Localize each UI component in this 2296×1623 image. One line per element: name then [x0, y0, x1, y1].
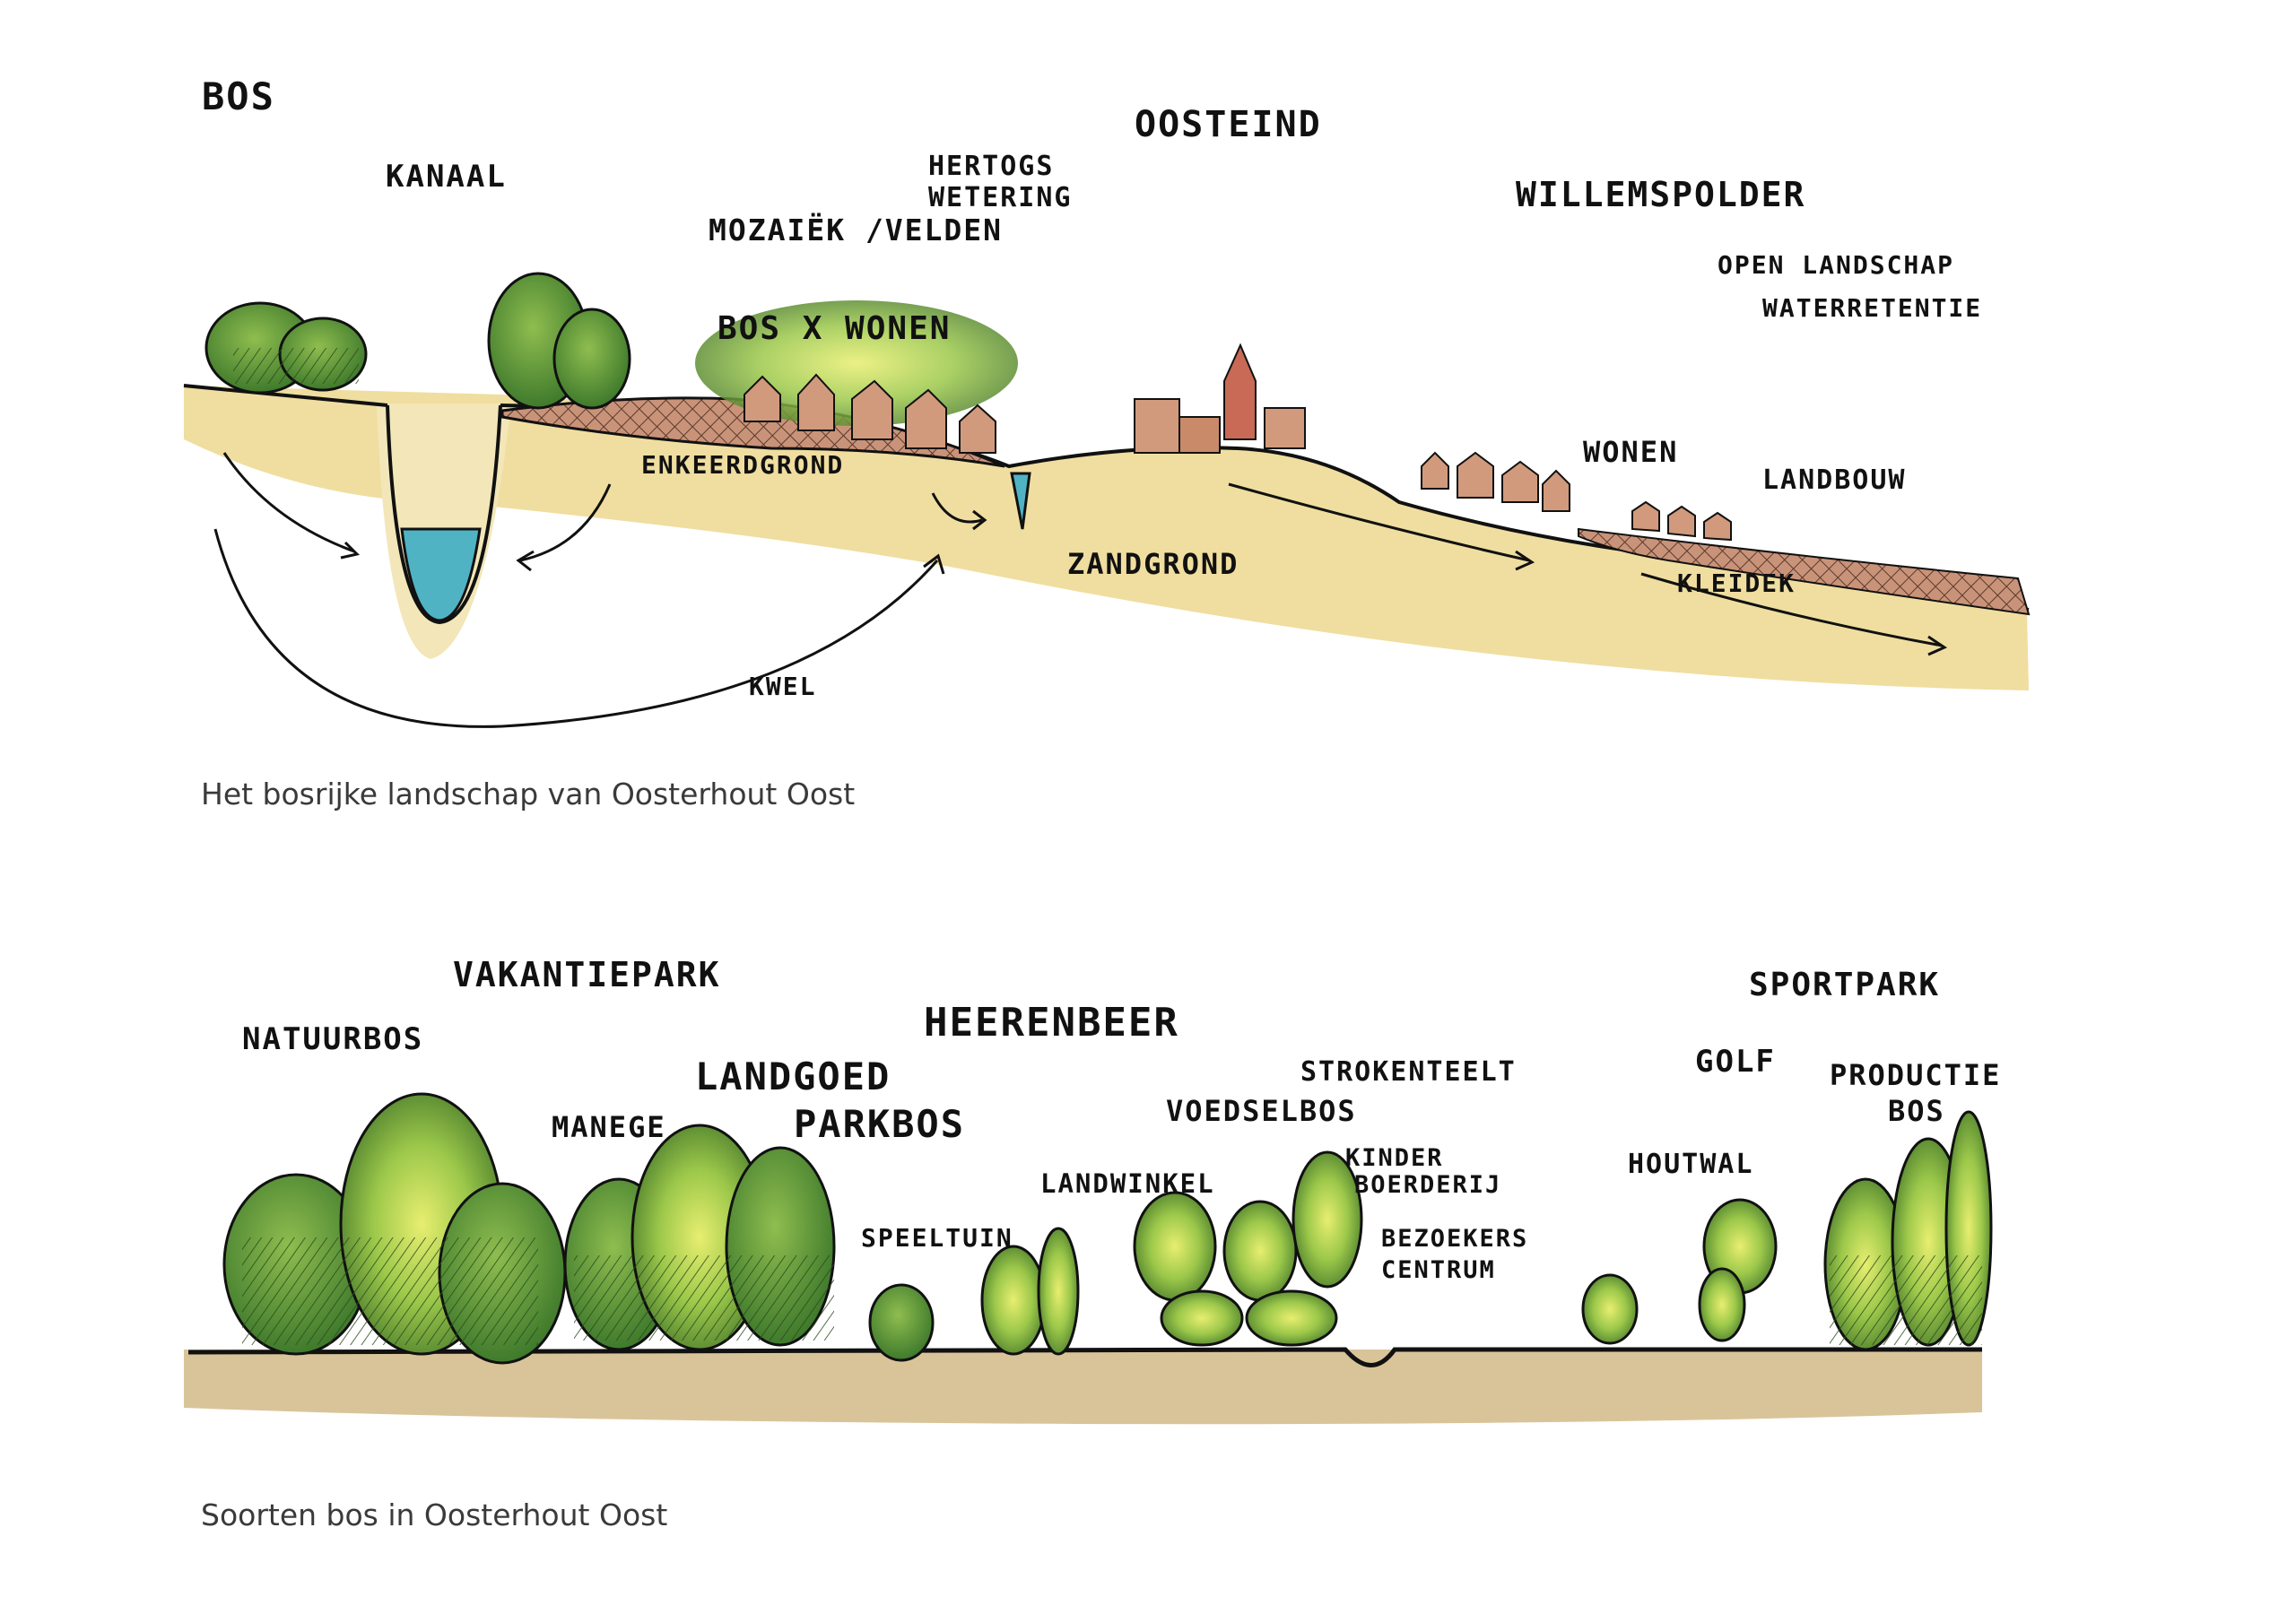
label-bezoekers: BEZOEKERS: [1381, 1225, 1528, 1253]
oosteind-village: [1134, 343, 1306, 454]
forest-right-of-canal: [487, 272, 631, 410]
label-kleidek: KLEIDEK: [1677, 568, 1796, 598]
label-kwel: KWEL: [749, 672, 816, 701]
label-wetering: WETERING: [928, 182, 1073, 213]
houtwal-trees: [1581, 1198, 1778, 1345]
wonen-houses: [1421, 451, 1732, 542]
caption-forest-types: Soorten bos in Oosterhout Oost: [201, 1497, 668, 1532]
label-boerderij: BOERDERIJ: [1354, 1171, 1501, 1199]
label-oosteind: OOSTEIND: [1135, 104, 1322, 145]
natuurbos-trees: [222, 1092, 567, 1365]
label-houtwal: HOUTWAL: [1628, 1149, 1753, 1180]
groundwater-arrows: [213, 452, 1948, 728]
cross-section-landscape: BOS KANAAL MOZAIËK /VELDEN HERTOGS WETER…: [183, 74, 2031, 728]
label-productie-bos: BOS: [1888, 1094, 1945, 1128]
label-bos: BOS: [202, 74, 275, 118]
landgoed-trees: [563, 1124, 836, 1351]
label-landgoed: LANDGOED: [695, 1055, 891, 1098]
label-kanaal: KANAAL: [386, 159, 507, 195]
label-vakantiepark: VAKANTIEPARK: [453, 955, 721, 994]
label-productie: PRODUCTIE: [1830, 1058, 2001, 1092]
label-manege: MANEGE: [552, 1110, 666, 1144]
label-golf: GOLF: [1695, 1044, 1776, 1080]
label-bos-wonen: BOS X WONEN: [718, 310, 951, 347]
label-mozaiek: MOZAIËK /VELDEN: [709, 212, 1003, 247]
label-speeltuin: SPEELTUIN: [861, 1223, 1013, 1253]
label-landwinkel: LANDWINKEL: [1040, 1168, 1215, 1199]
label-voedselbos: VOEDSELBOS: [1166, 1094, 1357, 1128]
productiebos-trees: [1823, 1110, 1993, 1351]
speeltuin-trees: [980, 1227, 1080, 1356]
clay-layer: [1578, 527, 2031, 616]
canal-outline: [386, 404, 502, 625]
forest-types-section: VAKANTIEPARK NATUURBOS HEERENBEER LANDGO…: [184, 955, 2001, 1425]
label-willemspolder: WILLEMSPOLDER: [1516, 175, 1805, 214]
label-natuurbos: NATUURBOS: [242, 1021, 423, 1057]
label-enkeerdgrond: ENKEERDGROND: [641, 450, 844, 480]
wetering-ditch: [1010, 472, 1031, 530]
label-kinder: KINDER: [1345, 1144, 1444, 1172]
houses-in-forest: [744, 373, 996, 454]
voedselbos-trees: [1133, 1150, 1363, 1347]
label-wonen: WONEN: [1583, 435, 1678, 469]
label-sportpark: SPORTPARK: [1749, 967, 1940, 1003]
label-parkbos: PARKBOS: [794, 1102, 965, 1146]
parkbos-tree: [868, 1283, 935, 1362]
label-hertogs: HERTOGS: [928, 151, 1054, 182]
label-strokenteelt: STROKENTEELT: [1300, 1056, 1517, 1088]
forest-left: [204, 301, 368, 395]
label-open-landschap: OPEN LANDSCHAP: [1718, 250, 1954, 280]
ground-line: [187, 1347, 1982, 1367]
enkeerd-layer: [500, 396, 1005, 468]
sand-strip: [184, 1350, 1982, 1425]
sand-ground: [184, 386, 2029, 690]
label-zandgrond: ZANDGROND: [1067, 547, 1239, 581]
caption-landscape: Het bosrijke landschap van Oosterhout Oo…: [201, 777, 856, 812]
label-heerenbeer: HEERENBEER: [924, 1000, 1179, 1046]
label-centrum: CENTRUM: [1381, 1256, 1496, 1284]
label-waterretentie: WATERRETENTIE: [1762, 293, 1982, 323]
label-landbouw: LANDBOUW: [1762, 464, 1907, 496]
